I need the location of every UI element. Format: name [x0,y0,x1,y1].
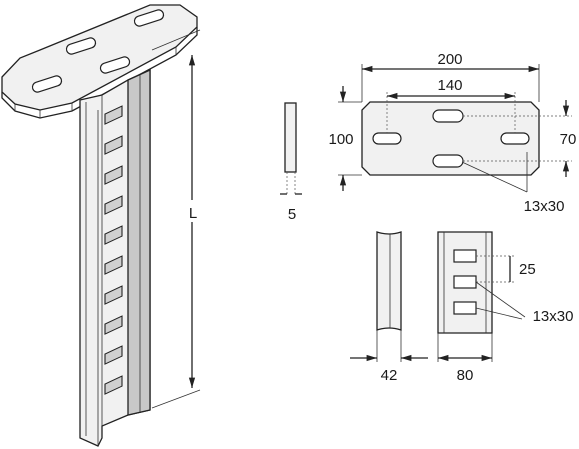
plate-outline [361,101,540,176]
plate-top-view: 200 140 100 70 13x30 [328,51,576,215]
profile-slot-1 [453,249,477,263]
slot-row-spacing-label: 70 [560,131,577,148]
plate-slot-size-label: 13x30 [524,198,565,215]
length-dimension: L [151,29,202,409]
profile-side-view: 42 [350,231,428,384]
plate-thickness-label: 5 [288,206,296,223]
profile-slots [104,105,123,395]
profile-slot-3 [453,301,477,315]
profile-width-label: 80 [457,367,474,384]
profile-depth-label: 42 [381,367,398,384]
profile-hole-pitch-label: 25 [519,261,536,278]
profile-front-view: 25 13x30 80 [437,231,574,384]
length-label: L [189,205,197,222]
plate-width-label: 200 [437,51,462,68]
plate-slot-bottom [432,154,464,168]
slot-spacing-label: 140 [437,77,462,94]
plate-height-label: 100 [328,131,353,148]
plate-slots [31,9,165,93]
plate-slot-top [432,109,464,123]
plate-slot-right [500,132,530,145]
plate-side-view: 5 [280,102,302,223]
profile-slot-size-label: 13x30 [533,308,574,325]
plate-slot-left [372,132,402,145]
profile-slot-2 [453,275,477,289]
top-plate [1,4,198,111]
isometric-view: L [1,4,202,447]
